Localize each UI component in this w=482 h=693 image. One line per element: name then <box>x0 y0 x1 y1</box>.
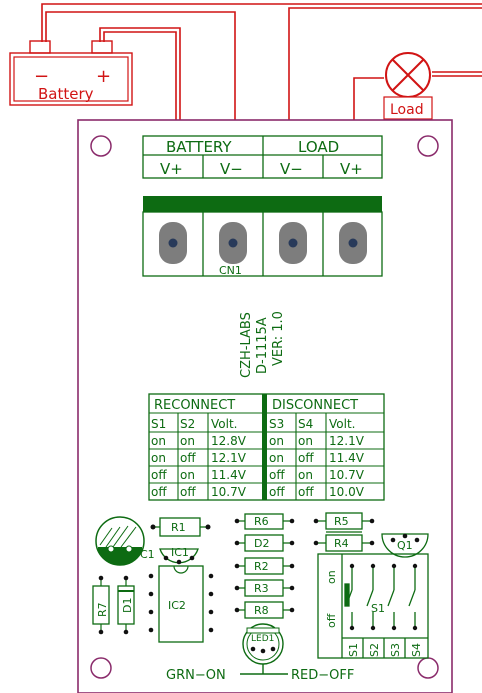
ic2-label: IC2 <box>168 599 186 612</box>
r6-label: R6 <box>254 515 269 528</box>
r5-r4-pads <box>313 518 375 546</box>
board-model: D-1115A <box>255 317 270 374</box>
table-cell: off <box>151 468 167 482</box>
table-column-header: Volt. <box>329 417 355 431</box>
r3-label: R3 <box>254 582 269 595</box>
table-cell: 11.4V <box>211 468 247 482</box>
d1-label: D1 <box>121 598 134 613</box>
capacitor-c1 <box>95 516 145 566</box>
table-cell: 10.7V <box>329 468 365 482</box>
r5-label: R5 <box>334 515 349 528</box>
table-cell: on <box>180 434 195 448</box>
terminal-pin-2: V− <box>220 160 243 178</box>
chip-ic2 <box>148 565 214 643</box>
r8-label: R8 <box>254 604 269 617</box>
table-column-header: S2 <box>180 417 195 431</box>
c1-label: C1 <box>140 548 155 561</box>
battery-terminal-header: BATTERY <box>166 138 232 156</box>
table-cell: 12.8V <box>211 434 247 448</box>
terminal-pin-3: V− <box>280 160 303 178</box>
switch-setting-table <box>148 393 385 501</box>
dip-switch-pins <box>349 563 418 631</box>
battery-label: Battery <box>38 85 94 103</box>
table-column-header: S3 <box>269 417 284 431</box>
dip-on-label: on <box>325 570 338 584</box>
led-green-legend: GRN−ON <box>166 668 226 683</box>
resistor-r7-diode-d1 <box>92 575 135 635</box>
regulator-ic1 <box>159 548 199 565</box>
table-cell: on <box>269 434 284 448</box>
resistor-r1 <box>150 517 211 537</box>
table-cell: 12.1V <box>329 434 365 448</box>
ic1-label: IC1 <box>171 546 189 559</box>
terminal-label-block <box>142 135 383 179</box>
q1-label: Q1 <box>397 539 413 552</box>
transistor-q1 <box>381 533 429 558</box>
table-cell: on <box>298 468 313 482</box>
table-cell: 10.0V <box>329 485 365 499</box>
table-cell: off <box>269 485 285 499</box>
r1-label: R1 <box>171 521 186 534</box>
table-cell: off <box>151 485 167 499</box>
dip-switch-label-1: S1 <box>347 643 360 657</box>
disconnect-header: DISCONNECT <box>272 398 358 413</box>
terminal-pin-4: V+ <box>340 160 363 178</box>
dip-switch-label-4: S4 <box>410 643 423 657</box>
r4-label: R4 <box>334 537 349 550</box>
table-cell: on <box>298 434 313 448</box>
board-info: CZH-LABS D-1115A VER: 1.0 <box>239 311 286 378</box>
center-resistors <box>237 513 292 619</box>
board-maker: CZH-LABS <box>239 312 254 378</box>
battery: − + Battery <box>9 40 133 106</box>
battery-plus-label: + <box>96 66 111 87</box>
table-column-header: S1 <box>151 417 166 431</box>
d2-label: D2 <box>254 537 269 550</box>
reconnect-header: RECONNECT <box>154 398 235 413</box>
table-cell: off <box>180 451 196 465</box>
terminal-pin-1: V+ <box>160 160 183 178</box>
table-cell: off <box>269 468 285 482</box>
r2-label: R2 <box>254 560 269 573</box>
table-cell: on <box>269 451 284 465</box>
load-label: Load <box>390 102 424 118</box>
table-cell: 11.4V <box>329 451 365 465</box>
dip-switch-s1 <box>317 553 429 659</box>
s1-switch-ref: S1 <box>371 602 385 615</box>
battery-minus-label: − <box>34 66 49 87</box>
board-version: VER: 1.0 <box>271 311 286 366</box>
mounting-hole-top-right <box>417 135 439 157</box>
led1-label: LED1 <box>251 634 274 644</box>
center-resistor-pads <box>234 518 295 613</box>
led-red-legend: RED−OFF <box>291 668 354 683</box>
load-terminal-header: LOAD <box>298 138 339 156</box>
table-column-header: Volt. <box>211 417 237 431</box>
connector-ref-label: CN1 <box>219 264 242 277</box>
led-led1 <box>242 623 284 674</box>
table-cell: on <box>151 434 166 448</box>
r7-label: R7 <box>96 602 109 617</box>
table-cell: off <box>298 485 314 499</box>
table-column-header: S4 <box>298 417 313 431</box>
table-cell: on <box>151 451 166 465</box>
table-cell: off <box>180 485 196 499</box>
dip-switch-label-2: S2 <box>368 643 381 657</box>
table-cell: off <box>298 451 314 465</box>
mounting-hole-top-left <box>90 135 112 157</box>
table-cell: on <box>180 468 195 482</box>
table-cell: 10.7V <box>211 485 247 499</box>
load-lamp: Load <box>383 52 433 120</box>
mounting-hole-bottom-left <box>90 657 112 679</box>
screw-terminal-block <box>142 196 383 277</box>
table-cell: 12.1V <box>211 451 247 465</box>
dip-switch-label-3: S3 <box>389 643 402 657</box>
dip-off-label: off <box>325 613 338 628</box>
resistors-r5-r4 <box>316 512 372 552</box>
